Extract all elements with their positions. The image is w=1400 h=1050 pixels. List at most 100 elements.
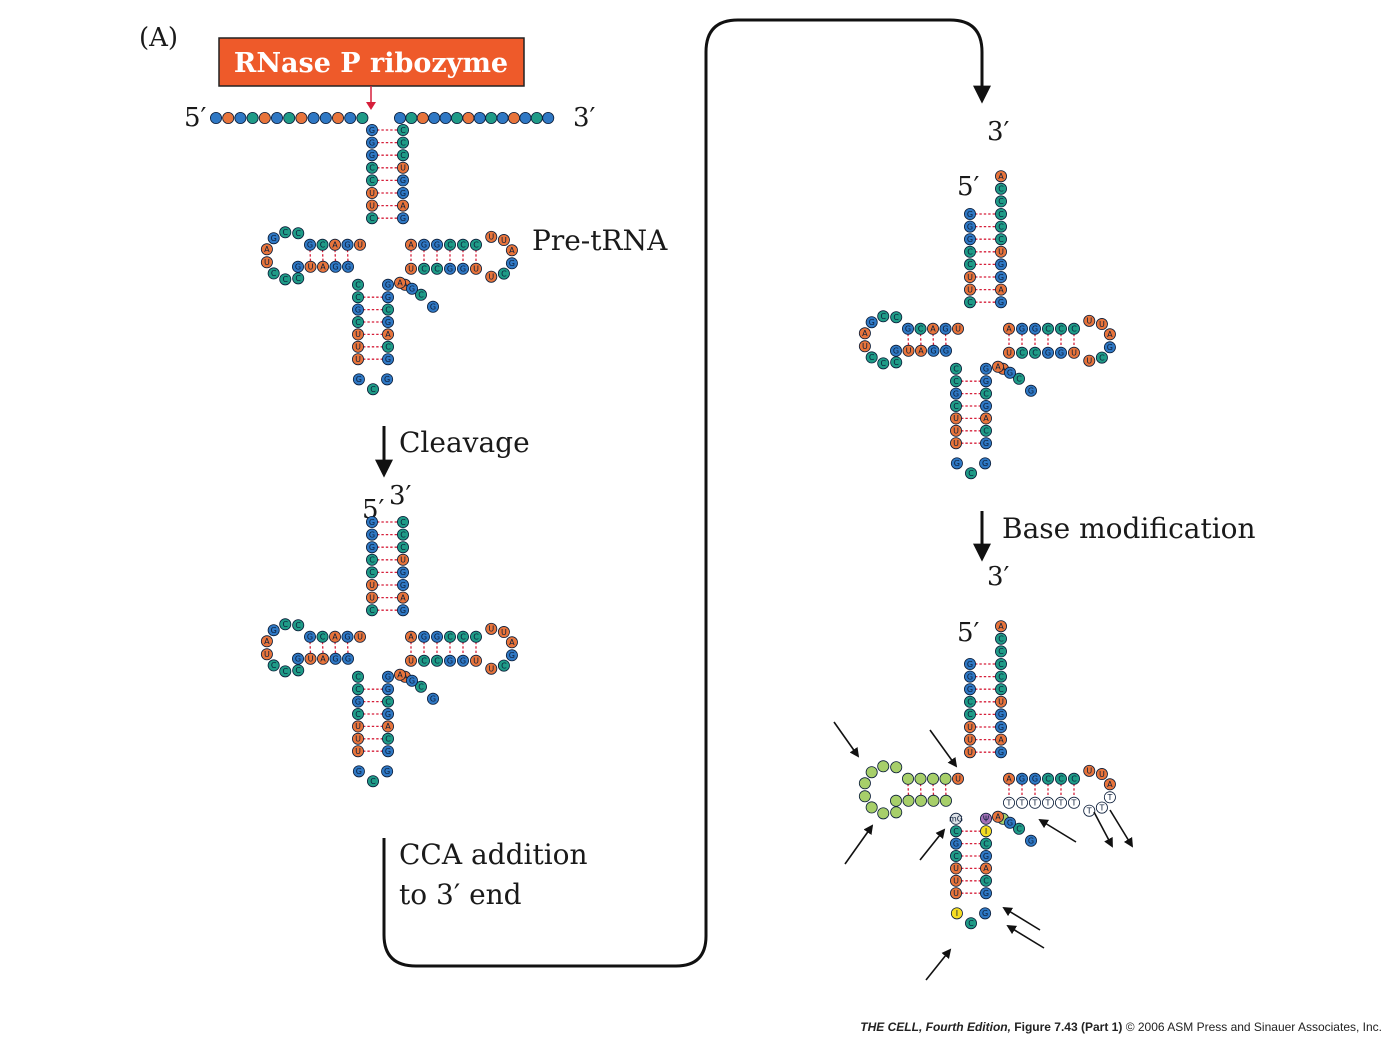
svg-text:C: C <box>968 469 974 478</box>
svg-text:G: G <box>1028 837 1034 846</box>
svg-text:G: G <box>369 126 375 135</box>
svg-text:G: G <box>385 747 391 756</box>
t-arm-nucleotide: T <box>1016 796 1029 809</box>
svg-text:U: U <box>308 655 314 664</box>
svg-text:C: C <box>385 735 391 744</box>
svg-text:C: C <box>385 305 391 314</box>
svg-text:A: A <box>998 622 1004 631</box>
panel-label: (A) <box>139 23 178 53</box>
svg-text:C: C <box>295 229 301 238</box>
credit-book: THE CELL, Fourth Edition, <box>860 1020 1011 1034</box>
svg-text:G: G <box>344 241 350 250</box>
svg-text:U: U <box>355 355 361 364</box>
svg-text:G: G <box>1058 349 1064 358</box>
t-arm-nucleotide: G <box>443 262 456 275</box>
acceptor-3prime-nucleotide: G <box>995 708 1008 721</box>
t-arm-nucleotide: C <box>469 238 482 251</box>
cca-tail-nucleotide: C <box>995 632 1008 645</box>
d-arm-nucleotide: G <box>927 344 940 357</box>
svg-text:C: C <box>421 657 427 666</box>
svg-text:C: C <box>1016 825 1022 834</box>
svg-text:U: U <box>488 665 494 674</box>
svg-text:C: C <box>998 660 1004 669</box>
acceptor-5prime-nucleotide: G <box>365 541 378 554</box>
svg-text:U: U <box>967 723 973 732</box>
svg-text:G: G <box>983 402 989 411</box>
modified-base-pointer-arrow <box>1002 906 1041 931</box>
svg-text:G: G <box>345 655 351 664</box>
d-arm-nucleotide: A <box>927 322 940 335</box>
svg-text:U: U <box>953 414 959 423</box>
acceptor-3prime-nucleotide: G <box>995 721 1008 734</box>
anticodon-stem-nucleotide: C <box>351 291 364 304</box>
svg-text:U: U <box>355 735 361 744</box>
t-arm-nucleotide: G <box>456 262 469 275</box>
anticodon-stem-nucleotide: G <box>381 683 394 696</box>
trailer-3prime-nucleotide <box>416 112 429 125</box>
modified-base-pointer-arrow <box>1038 818 1077 843</box>
svg-text:G: G <box>385 355 391 364</box>
t-loop-nucleotide: T <box>1103 791 1116 804</box>
t-arm-nucleotide: C <box>430 262 443 275</box>
t-loop-nucleotide: C <box>1095 351 1108 364</box>
svg-text:C: C <box>953 377 959 386</box>
svg-text:G: G <box>385 710 391 719</box>
t-loop-nucleotide: U <box>1083 314 1096 327</box>
d-arm-nucleotide: G <box>303 238 316 251</box>
svg-text:C: C <box>953 827 959 836</box>
d-arm-nucleotide <box>915 794 928 807</box>
d-loop-nucleotide: A <box>260 243 273 256</box>
acceptor-5prime-nucleotide: U <box>964 283 977 296</box>
anticodon-stem-nucleotide: U <box>950 874 963 887</box>
svg-text:A: A <box>1107 330 1113 339</box>
d-arm-nucleotide: G <box>890 344 903 357</box>
acceptor-5prime-nucleotide: C <box>964 245 977 258</box>
svg-text:A: A <box>320 655 326 664</box>
svg-text:G: G <box>509 259 515 268</box>
svg-text:G: G <box>356 767 362 776</box>
d-loop-nucleotide: C <box>292 619 305 632</box>
svg-text:T: T <box>1098 803 1104 812</box>
svg-text:C: C <box>1071 325 1077 334</box>
acceptor-3prime-nucleotide: A <box>396 199 409 212</box>
acceptor-5prime-nucleotide: G <box>964 658 977 671</box>
svg-text:T: T <box>1106 793 1112 802</box>
svg-text:G: G <box>421 241 427 250</box>
acceptor-3prime-nucleotide: G <box>396 566 409 579</box>
leader-5prime-nucleotide <box>319 112 332 125</box>
cca-tail-nucleotide: C <box>995 182 1008 195</box>
svg-text:C: C <box>998 672 1004 681</box>
modified-base-pointer-arrow <box>833 721 860 758</box>
step-cleavage-label: Cleavage <box>399 426 530 459</box>
svg-text:Ψ: Ψ <box>983 815 989 824</box>
credit-figure: Figure 7.43 (Part 1) <box>1014 1020 1123 1034</box>
anticodon-loop-nucleotide: G <box>381 765 394 778</box>
t-arm-nucleotide: U <box>469 262 482 275</box>
t-loop-nucleotide: A <box>1103 328 1116 341</box>
svg-text:G: G <box>344 633 350 642</box>
t-arm-nucleotide: C <box>417 262 430 275</box>
svg-text:U: U <box>1006 349 1012 358</box>
t-arm-nucleotide: C <box>1029 346 1042 359</box>
svg-text:G: G <box>893 347 899 356</box>
svg-text:G: G <box>447 657 453 666</box>
d-loop-nucleotide <box>890 761 903 774</box>
svg-text:C: C <box>400 543 406 552</box>
acceptor-5prime-nucleotide: U <box>365 199 378 212</box>
anticodon-stem-nucleotide: mG <box>949 812 963 825</box>
svg-text:U: U <box>862 342 868 351</box>
svg-text:U: U <box>998 698 1004 707</box>
svg-text:U: U <box>308 263 314 272</box>
anticodon-stem-nucleotide: A <box>381 328 394 341</box>
svg-text:G: G <box>430 695 436 704</box>
acceptor-5prime-nucleotide: G <box>365 136 378 149</box>
t-loop-nucleotide: U <box>485 270 498 283</box>
d-loop-nucleotide: C <box>865 351 878 364</box>
svg-text:A: A <box>1006 325 1012 334</box>
modified-base-pointer-arrow <box>844 824 874 865</box>
leader-5prime-nucleotide <box>307 112 320 125</box>
pre-trna-leader-trailer <box>209 112 555 125</box>
svg-text:C: C <box>400 151 406 160</box>
anticodon-stem-nucleotide: A <box>980 862 993 875</box>
